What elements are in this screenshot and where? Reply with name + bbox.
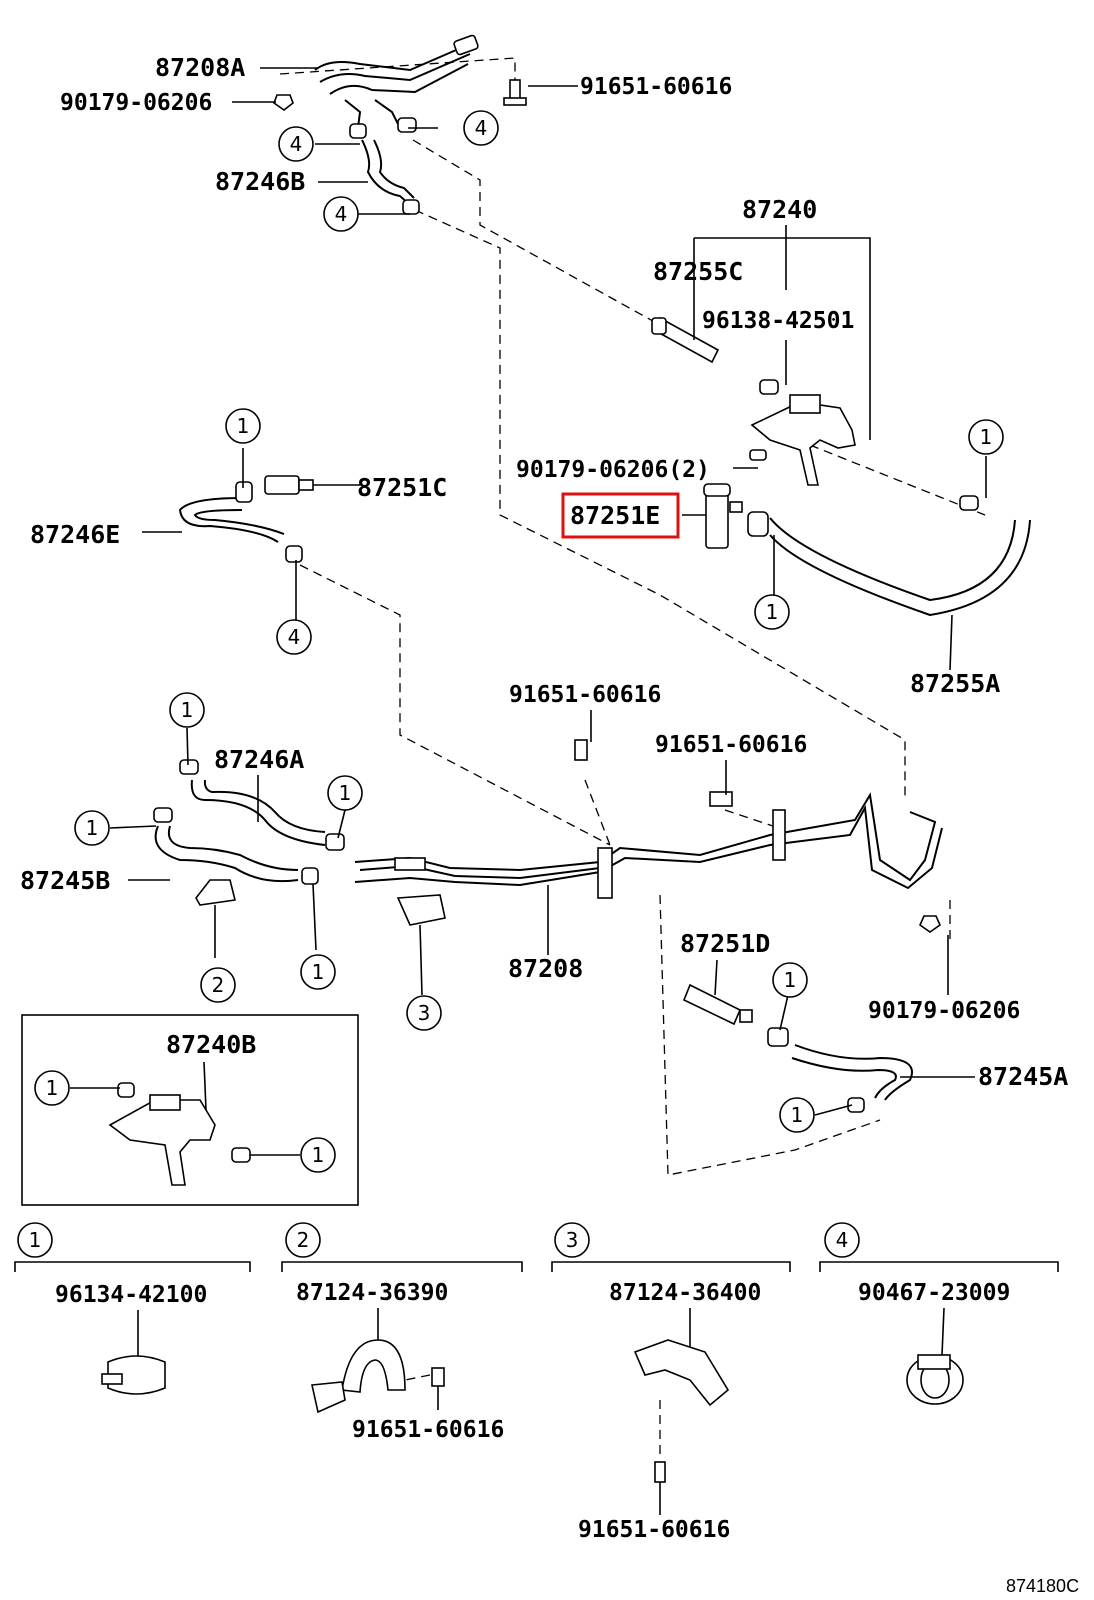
callout-4: 4 bbox=[278, 126, 314, 162]
svg-text:1: 1 bbox=[791, 1103, 804, 1127]
part-labels: 87208A 90179-06206 91651-60616 87246B 87… bbox=[20, 53, 1068, 1091]
bolt-top bbox=[273, 79, 527, 111]
inset-box-87240B bbox=[21, 1014, 359, 1206]
svg-text:3: 3 bbox=[418, 1001, 431, 1025]
legend-section: 1 96134-42100 2 87124-36390 91651-60616 … bbox=[14, 1222, 1059, 1543]
callout-1: 1 bbox=[779, 1097, 815, 1133]
bolts-mid bbox=[574, 739, 941, 933]
callout-1: 1 bbox=[225, 408, 261, 444]
callout-4: 4 bbox=[323, 196, 359, 232]
callout-1: 1 bbox=[300, 1137, 336, 1173]
label-87251D: 87251D bbox=[680, 929, 770, 958]
label-91651-60616-top: 91651-60616 bbox=[580, 74, 732, 100]
svg-text:1: 1 bbox=[312, 1143, 325, 1167]
svg-text:1: 1 bbox=[980, 425, 993, 449]
label-90179-06206-top: 90179-06206 bbox=[60, 90, 212, 116]
bracket-87240B bbox=[108, 1082, 251, 1186]
svg-text:1: 1 bbox=[766, 600, 779, 624]
label-87240B: 87240B bbox=[166, 1030, 256, 1059]
catalog-code: 874180C bbox=[1006, 1576, 1079, 1596]
callout-1: 1 bbox=[327, 775, 363, 811]
callout-1: 1 bbox=[968, 419, 1004, 455]
pipe-87255C bbox=[651, 316, 720, 364]
leader-lines bbox=[70, 67, 987, 1156]
callout-2: 2 bbox=[200, 967, 236, 1003]
pipe-assembly-87208 bbox=[354, 792, 943, 899]
bracket-87240 bbox=[749, 379, 856, 486]
label-87246B: 87246B bbox=[215, 167, 305, 196]
svg-text:4: 4 bbox=[836, 1228, 849, 1252]
svg-text:4: 4 bbox=[290, 132, 303, 156]
callout-3: 3 bbox=[406, 995, 442, 1031]
svg-text:4: 4 bbox=[288, 625, 301, 649]
legend-item-1: 1 96134-42100 bbox=[14, 1222, 251, 1395]
connector-87251E bbox=[703, 483, 743, 549]
label-87208A: 87208A bbox=[155, 53, 245, 82]
svg-text:4: 4 bbox=[335, 202, 348, 226]
connector-87251D bbox=[682, 983, 753, 1026]
svg-text:1: 1 bbox=[784, 968, 797, 992]
legend-sub-91651-60616-3: 91651-60616 bbox=[578, 1517, 730, 1543]
label-87208: 87208 bbox=[508, 954, 583, 983]
svg-text:2: 2 bbox=[297, 1228, 310, 1252]
label-96138-42501: 96138-42501 bbox=[702, 308, 854, 334]
callout-1: 1 bbox=[300, 954, 336, 990]
label-90179-06206-2: 90179-06206(2) bbox=[516, 457, 710, 483]
label-90179-06206-right: 90179-06206 bbox=[868, 998, 1020, 1024]
label-91651-60616-mid2: 91651-60616 bbox=[655, 732, 807, 758]
legend-part-96134-42100: 96134-42100 bbox=[55, 1282, 207, 1308]
legend-item-4: 4 90467-23009 bbox=[819, 1222, 1059, 1405]
label-87240: 87240 bbox=[742, 195, 817, 224]
svg-text:1: 1 bbox=[86, 816, 99, 840]
svg-text:1: 1 bbox=[46, 1076, 59, 1100]
label-87245A: 87245A bbox=[978, 1062, 1068, 1091]
callout-1: 1 bbox=[34, 1070, 70, 1106]
label-87246A: 87246A bbox=[214, 745, 304, 774]
hose-87246B bbox=[361, 139, 420, 215]
highlight-box-87251E bbox=[561, 492, 680, 539]
legend-part-87124-36400: 87124-36400 bbox=[609, 1280, 761, 1306]
svg-text:3: 3 bbox=[566, 1228, 579, 1252]
legend-part-87124-36390: 87124-36390 bbox=[296, 1280, 448, 1306]
svg-text:1: 1 bbox=[339, 781, 352, 805]
legend-part-90467-23009: 90467-23009 bbox=[858, 1280, 1010, 1306]
callout-4: 4 bbox=[276, 619, 312, 655]
hose-87246E bbox=[178, 481, 303, 563]
svg-text:1: 1 bbox=[181, 698, 194, 722]
hose-87246A bbox=[179, 759, 345, 851]
clamp-3-mid bbox=[396, 894, 446, 926]
label-87251E: 87251E bbox=[570, 501, 660, 530]
callout-1: 1 bbox=[772, 962, 808, 998]
hose-87255A bbox=[747, 495, 1031, 617]
label-87245B: 87245B bbox=[20, 866, 110, 895]
dashed-guide-lines bbox=[279, 57, 986, 1460]
label-87246E: 87246E bbox=[30, 520, 120, 549]
legend-item-3: 3 87124-36400 91651-60616 bbox=[551, 1222, 791, 1543]
svg-text:2: 2 bbox=[212, 973, 225, 997]
hose-87245A bbox=[767, 1027, 913, 1113]
callout-1: 1 bbox=[169, 692, 205, 728]
callout-1: 1 bbox=[74, 810, 110, 846]
svg-text:4: 4 bbox=[475, 116, 488, 140]
pipe-assembly-87208A bbox=[314, 34, 479, 139]
callout-4: 4 bbox=[463, 110, 499, 146]
svg-text:1: 1 bbox=[312, 960, 325, 984]
legend-sub-91651-60616-2: 91651-60616 bbox=[352, 1417, 504, 1443]
hose-87245B bbox=[153, 807, 319, 906]
label-87255C: 87255C bbox=[653, 257, 743, 286]
callout-circles: 4 4 4 1 4 1 1 1 bbox=[34, 110, 1004, 1173]
label-91651-60616-mid1: 91651-60616 bbox=[509, 682, 661, 708]
label-87255A: 87255A bbox=[910, 669, 1000, 698]
label-87251C: 87251C bbox=[357, 473, 447, 502]
callout-1: 1 bbox=[754, 594, 790, 630]
svg-text:1: 1 bbox=[237, 414, 250, 438]
svg-text:1: 1 bbox=[29, 1228, 42, 1252]
legend-item-2: 2 87124-36390 91651-60616 bbox=[281, 1222, 523, 1443]
connector-87251C bbox=[264, 475, 314, 495]
